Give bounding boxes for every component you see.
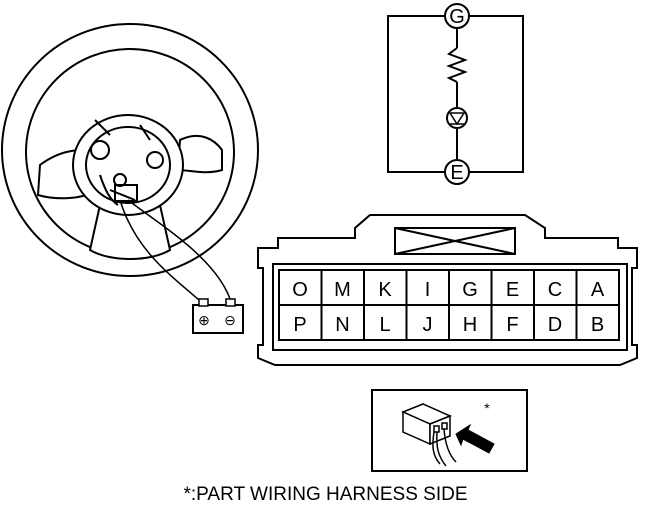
- terminal-g-circle: [444, 3, 470, 29]
- battery-negative-symbol: ⊖: [224, 312, 236, 328]
- pin-label: A: [591, 279, 605, 301]
- connector-pin-grid: O M K I G E C A P N L J H F D B: [278, 269, 620, 341]
- battery-positive-symbol: ⊕: [198, 312, 210, 328]
- pin-label: J: [423, 314, 433, 336]
- pin-label: O: [292, 279, 308, 301]
- steering-wheel: [1, 23, 259, 306]
- circuit-schematic: G E: [387, 3, 524, 185]
- diagram-caption: *:PART WIRING HARNESS SIDE: [183, 484, 468, 505]
- pin-label: G: [462, 279, 478, 301]
- insertion-arrow: [455, 423, 495, 454]
- pin-label: N: [335, 314, 349, 336]
- pin-label: C: [548, 279, 562, 301]
- pin-label: M: [334, 279, 351, 301]
- pin-label: D: [548, 314, 562, 336]
- terminal-e-circle: [444, 159, 470, 185]
- pin-label: F: [506, 314, 518, 336]
- inset-marker: *: [484, 400, 490, 416]
- connector-3d-icon: [401, 403, 457, 467]
- pin-label: K: [378, 279, 392, 301]
- pin-label: E: [506, 279, 519, 301]
- pin-label: L: [379, 314, 390, 336]
- pin-label: P: [293, 314, 306, 336]
- battery: ⊕ ⊖: [192, 298, 244, 334]
- harness-inset: *: [371, 389, 528, 472]
- terminal-e-label: E: [450, 162, 463, 184]
- pin-label: B: [591, 314, 604, 336]
- diode-symbol: [446, 107, 468, 129]
- schematic-frame: [387, 15, 524, 173]
- pin-label: I: [425, 279, 431, 301]
- terminal-g-label: G: [449, 6, 465, 28]
- connector-housing: [257, 214, 638, 366]
- pin-label: H: [463, 314, 477, 336]
- resistor-symbol: [446, 47, 468, 83]
